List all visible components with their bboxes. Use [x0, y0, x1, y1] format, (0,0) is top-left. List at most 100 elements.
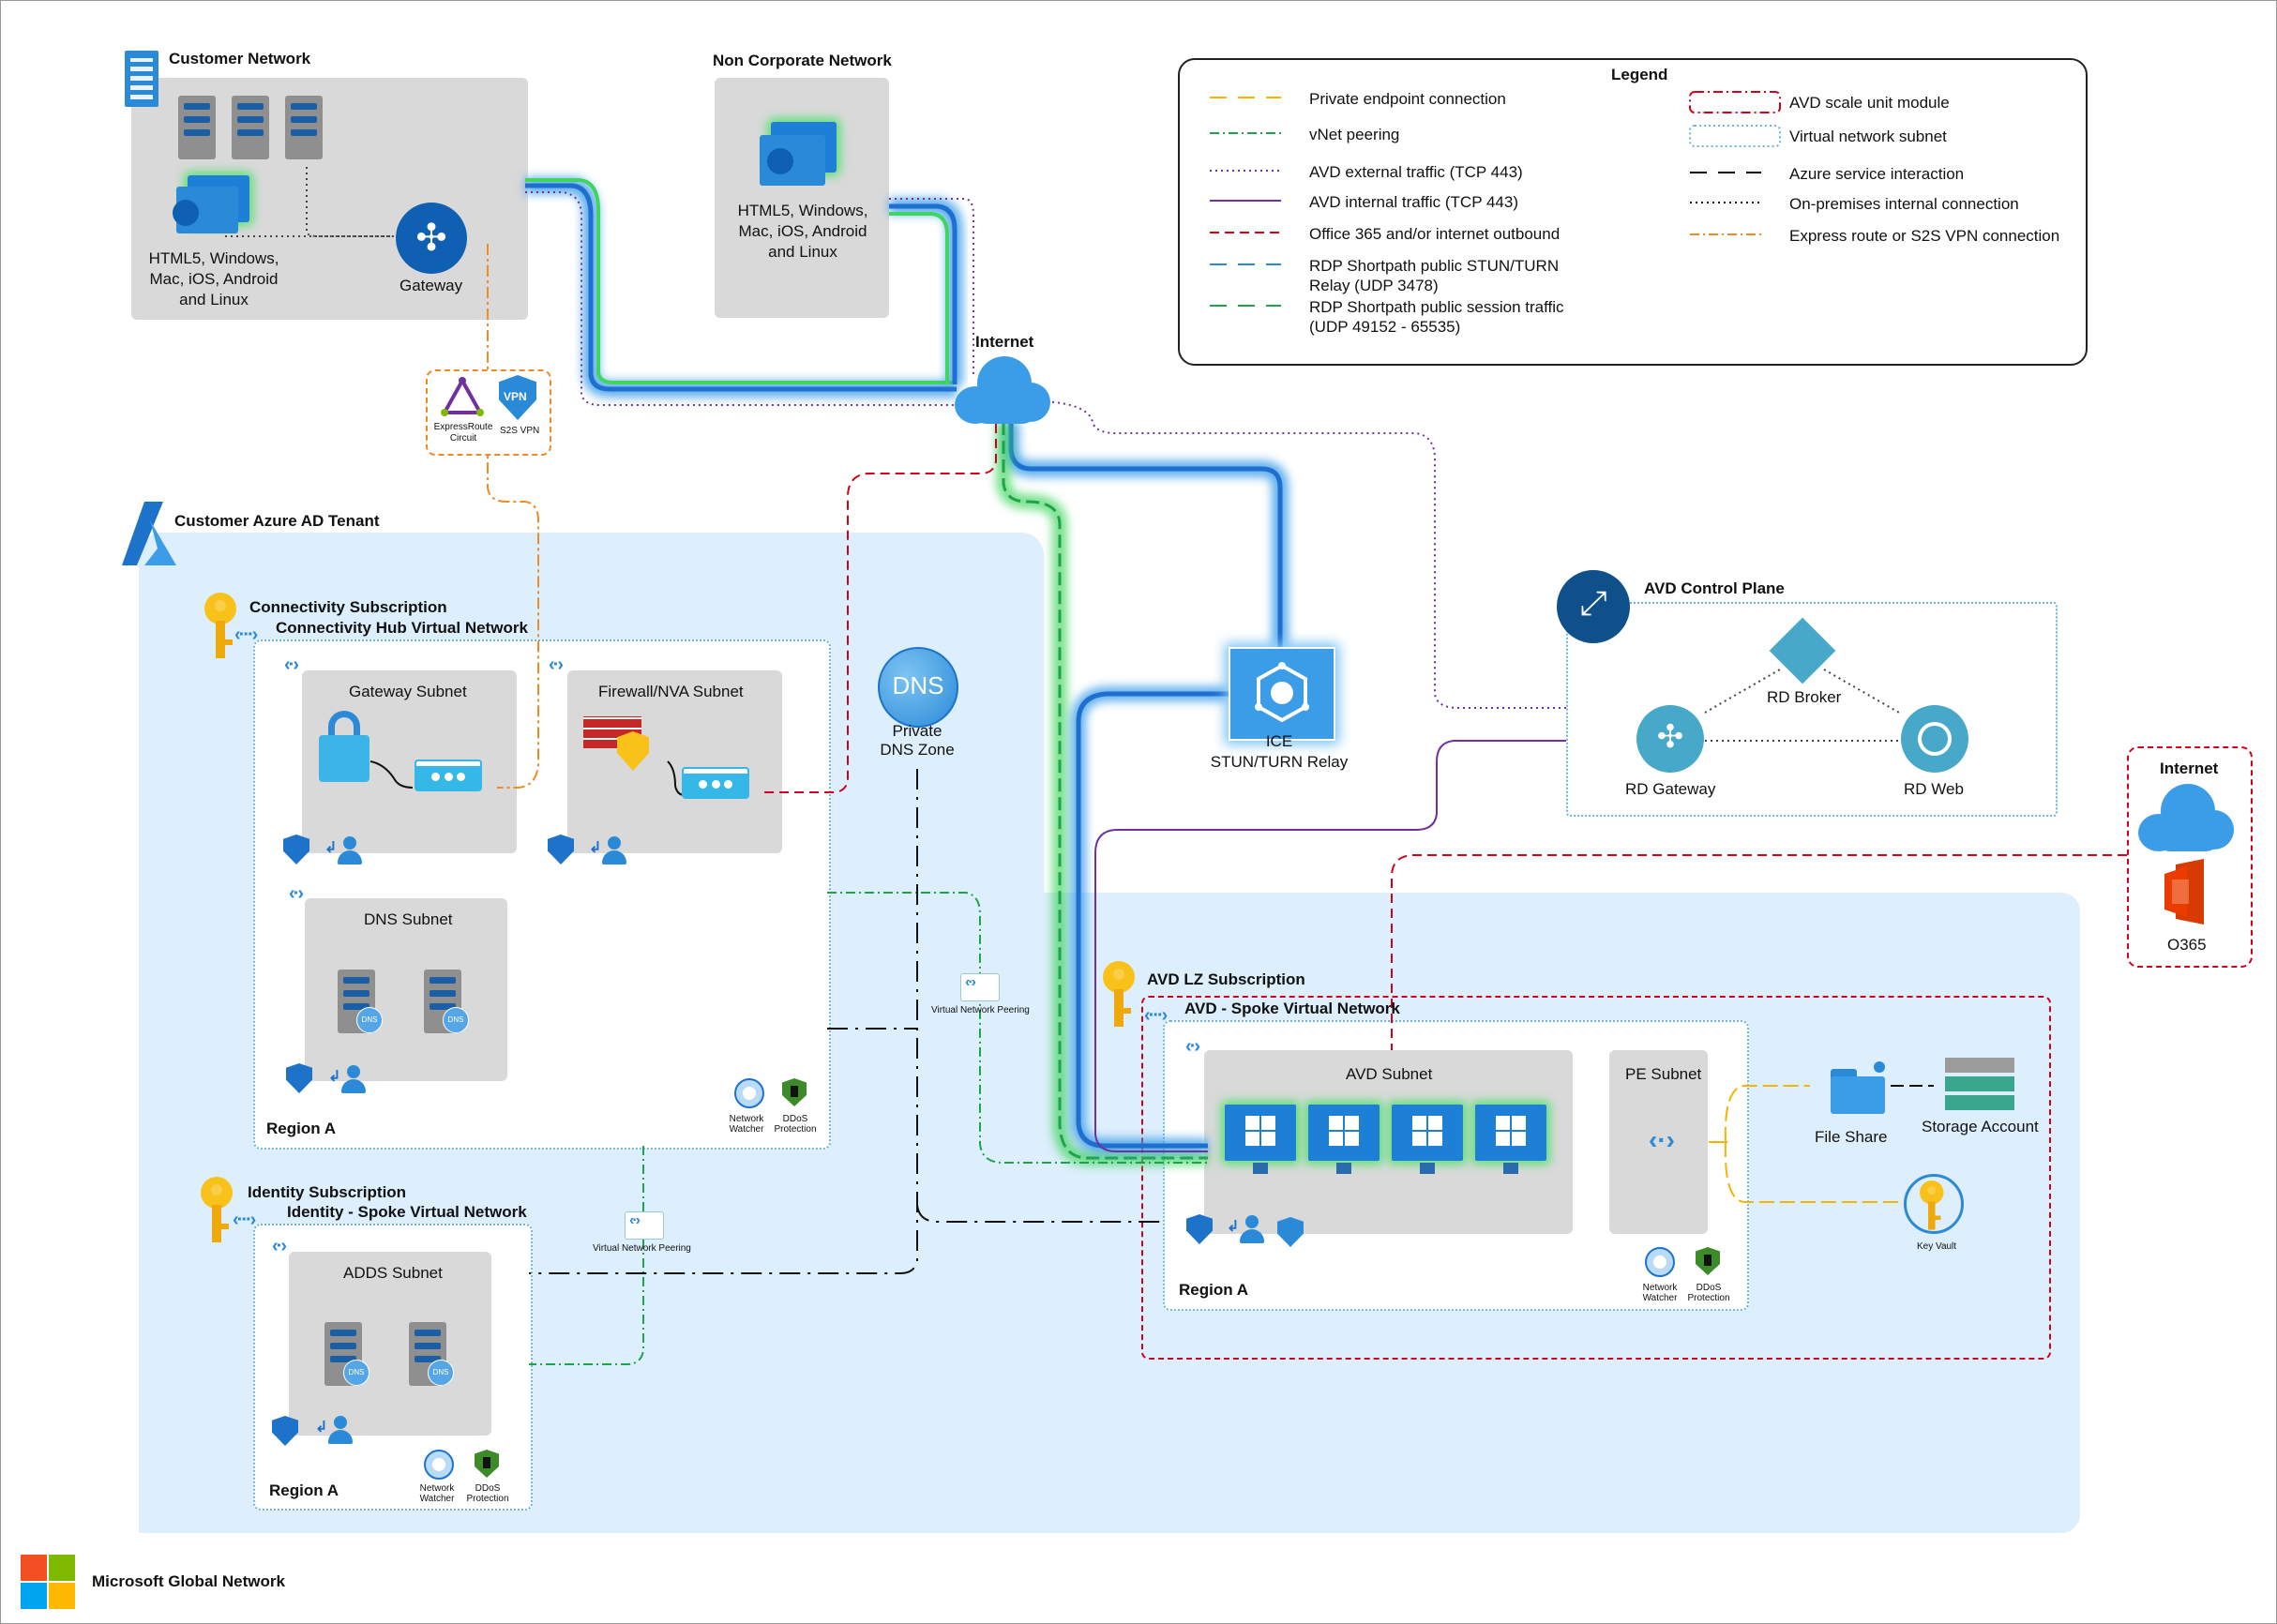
pe-yellow-fileshare [1724, 1085, 1810, 1143]
client-devices-icon [760, 122, 844, 192]
legend-label: Express route or S2S VPN connection [1789, 227, 2060, 245]
legend-swatch [1210, 97, 1281, 98]
subnet-icon: ‹·› [272, 1236, 287, 1256]
user-assign-icon: ↲ [328, 1063, 368, 1095]
avd-region-label: Region A [1179, 1281, 1248, 1299]
legend-label: On-premises internal connection [1789, 195, 2019, 213]
server-icon [232, 96, 269, 159]
legend-label: Office 365 and/or internet outbound [1309, 225, 1561, 243]
internet-right-title: Internet [2160, 759, 2219, 777]
user-assign-icon: ↲ [589, 835, 628, 866]
legend-swatch [1690, 202, 1761, 203]
vnet-icon: ‹···› [234, 624, 258, 645]
cloud-icon [2138, 784, 2234, 851]
subnet-icon: ‹·› [1185, 1036, 1200, 1057]
key-vault-icon [1904, 1174, 1964, 1234]
ice-blue-avd [1076, 691, 1229, 1149]
ddos-label: DDoS Protection [466, 1483, 509, 1504]
gateway-subnet-link [369, 760, 414, 789]
pe-yellow-keyvault [1724, 1141, 1904, 1203]
subscription-key-icon [201, 1177, 233, 1244]
subnet-icon: ‹·› [549, 654, 564, 675]
dns-server-icon: DNS [424, 970, 469, 1033]
connectivity-vnet-title: Connectivity Hub Virtual Network [276, 619, 528, 637]
dns-server-icon: DNS [409, 1322, 454, 1386]
peering-icon: ‹·› [960, 973, 1000, 1001]
peering-icon: ‹·› [625, 1211, 664, 1240]
private-endpoint-icon: ‹·› [1649, 1125, 1675, 1154]
legend-swatch [1690, 172, 1761, 173]
legend-swatch [1210, 232, 1281, 233]
dns-server-icon: DNS [338, 970, 383, 1033]
dns-server-icon: DNS [324, 1322, 369, 1386]
expressroute-icon [441, 376, 484, 418]
firewall-subnet [567, 670, 782, 853]
private-dns-icon: DNS [878, 647, 958, 728]
footer-label: Microsoft Global Network [92, 1572, 285, 1590]
firewall-subnet-label: Firewall/NVA Subnet [598, 683, 744, 700]
ddos-label: DDoS Protection [1687, 1283, 1730, 1303]
stun-blue-ice [1008, 422, 1283, 647]
non-corporate-box [715, 78, 889, 318]
vnet-icon: ‹···› [233, 1210, 256, 1230]
vnet-peering-hub-identity [529, 1146, 644, 1365]
external-dotted-customer [525, 191, 961, 406]
avd-session-host-icon [1225, 1105, 1296, 1174]
legend-label: Virtual network subnet [1789, 128, 1947, 145]
office365-icon [2159, 859, 2211, 925]
tenant-title: Customer Azure AD Tenant [174, 512, 380, 530]
legend-label: AVD internal traffic (TCP 443) [1309, 193, 1518, 211]
legend-swatch [1210, 132, 1281, 134]
rd-web-label: RD Web [1904, 780, 1964, 798]
o365-red-avd [1391, 854, 2127, 1050]
vpn-badge: VPN [504, 390, 527, 403]
legend-swatch [1210, 263, 1281, 265]
network-watcher-icon [734, 1078, 764, 1108]
avd-lz-subscription-title: AVD LZ Subscription [1147, 970, 1305, 988]
network-watcher-icon [424, 1450, 454, 1480]
ice-label: ICE STUN/TURN Relay [1210, 732, 1349, 771]
vnet-icon: ‹···› [1144, 1005, 1168, 1026]
gateway-router-icon: ✣ [396, 203, 467, 274]
legend-swatch [1210, 200, 1281, 202]
session-glow-avd [996, 422, 1208, 1165]
avd-session-host-icon [1475, 1105, 1546, 1174]
network-watcher-label: Network Watcher [729, 1114, 764, 1135]
ddos-label: DDoS Protection [774, 1114, 817, 1135]
session-green-avd [1002, 422, 1208, 1160]
vnet-peering-hub-avd [827, 892, 1208, 1164]
server-icon [178, 96, 216, 159]
rd-broker-label: RD Broker [1767, 688, 1842, 706]
peering2-label: Virtual Network Peering [593, 1243, 691, 1254]
external-dotted-noncorp [889, 198, 974, 375]
gateway-label: Gateway [400, 277, 463, 294]
network-watcher-icon [1645, 1247, 1675, 1277]
stun-glow-ice [1003, 422, 1289, 647]
adds-subnet [289, 1252, 491, 1436]
shortpath-green-customer [525, 178, 957, 384]
connectivity-region-label: Region A [266, 1120, 336, 1137]
shortpath-glow-noncorp [889, 198, 963, 384]
file-share-label: File Share [1815, 1128, 1888, 1146]
shortpath-green-noncorp [889, 212, 949, 384]
internal-solid-avd [1094, 740, 1566, 1152]
identity-subscription-title: Identity Subscription [248, 1183, 407, 1201]
s2s-vpn-label: S2S VPN [500, 426, 540, 436]
identity-vnet-title: Identity - Spoke Virtual Network [287, 1203, 527, 1221]
azure-ad-logo-icon [122, 502, 176, 565]
client-devices-icon [173, 175, 253, 233]
cloud-icon [955, 356, 1050, 424]
control-plane-title: AVD Control Plane [1644, 579, 1785, 597]
peering1-label: Virtual Network Peering [931, 1005, 1030, 1015]
subscription-key-icon [1103, 961, 1135, 1029]
legend-label: Private endpoint connection [1309, 90, 1506, 108]
vm-icon [682, 767, 749, 799]
legend-swatch [1689, 125, 1781, 147]
expressroute-orange [487, 244, 539, 789]
user-assign-icon: ↲ [315, 1414, 354, 1446]
azure-service-dns [529, 769, 1163, 1274]
legend-label: vNet peering [1309, 126, 1400, 143]
o365-label: O365 [2167, 936, 2207, 954]
key-vault-label: Key Vault [1917, 1241, 1957, 1252]
